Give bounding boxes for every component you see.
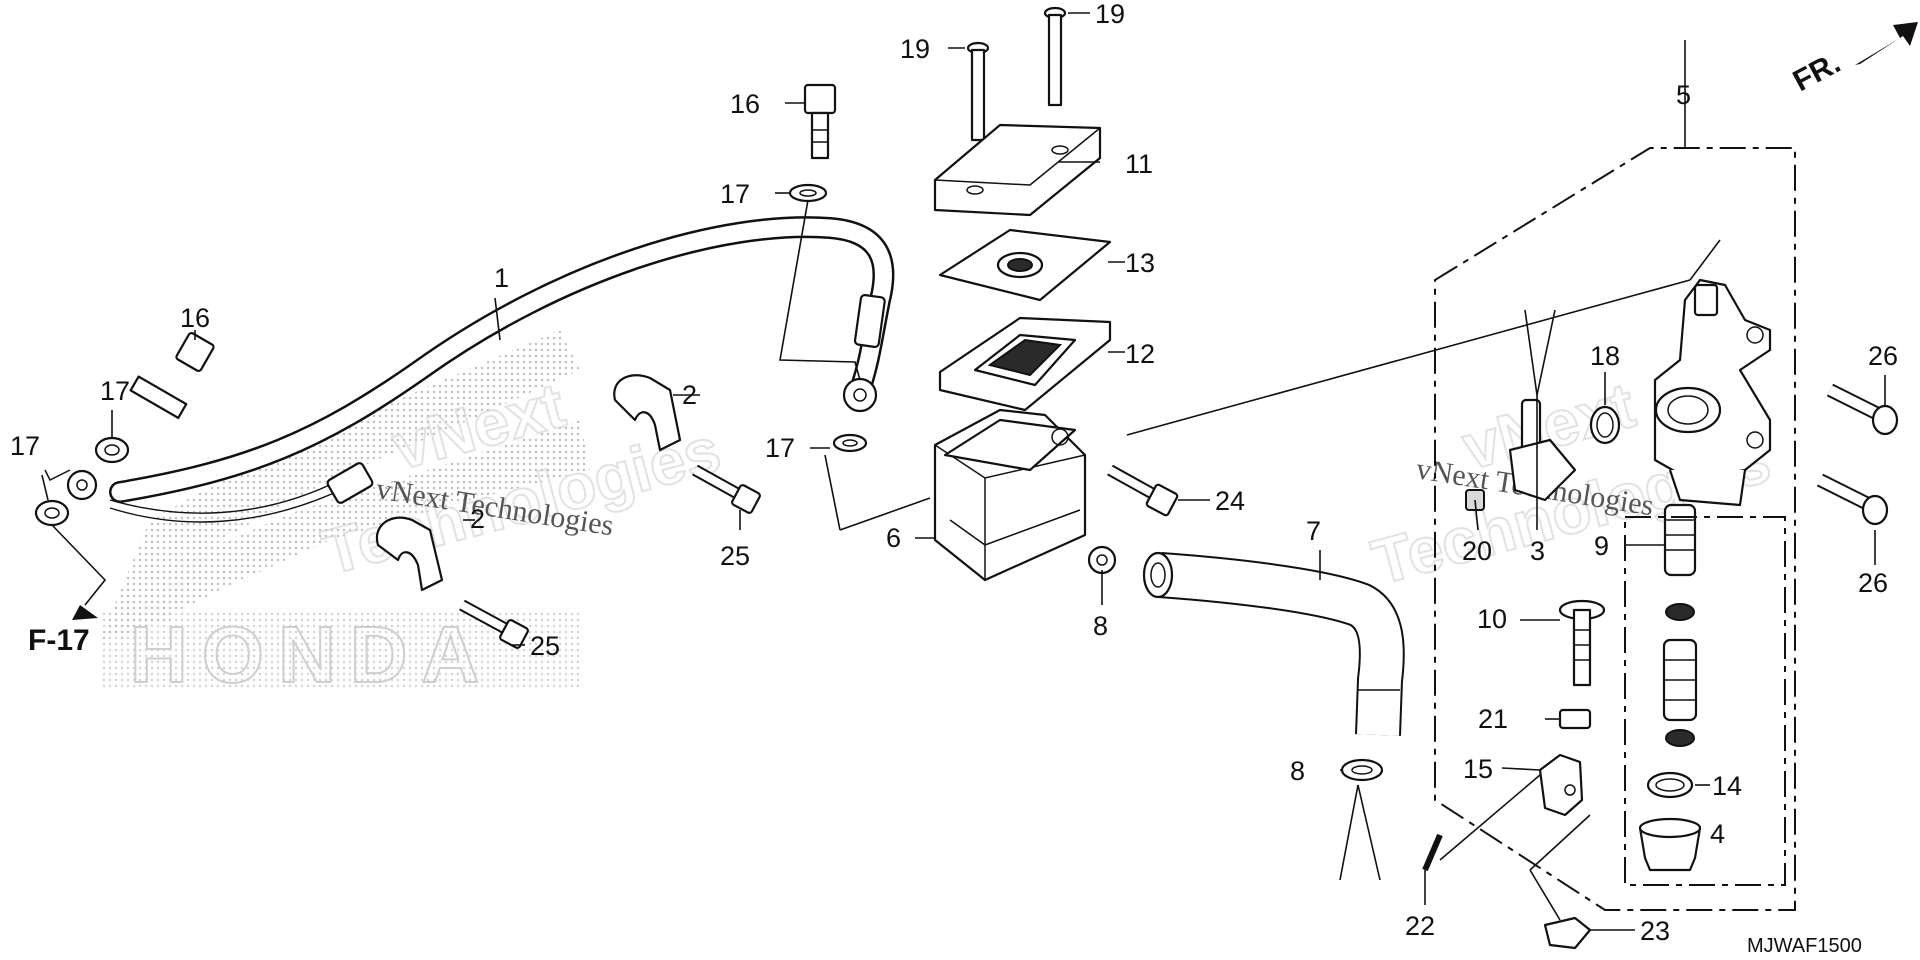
callout-8-lower: 8 <box>1290 756 1305 786</box>
piston-set <box>1662 503 1698 747</box>
callout-18: 18 <box>1590 341 1620 371</box>
brake-hose <box>44 216 895 523</box>
push-rod <box>1558 599 1606 687</box>
callout-13: 13 <box>1125 248 1155 278</box>
callout-15: 15 <box>1463 754 1493 784</box>
circlip <box>1646 771 1694 799</box>
clamp-bolt-upper <box>692 464 761 514</box>
callout-5: 5 <box>1676 80 1691 110</box>
callout-6: 6 <box>886 523 901 553</box>
callout-8-upper: 8 <box>1093 611 1108 641</box>
banjo-bolt-upper <box>803 83 837 160</box>
callout-19-right: 19 <box>1095 0 1125 29</box>
o-ring <box>1589 405 1621 445</box>
callout-3: 3 <box>1530 536 1545 566</box>
reference-label: F-17 <box>28 624 90 657</box>
rubber-boot <box>1638 817 1702 872</box>
callout-1: 1 <box>494 263 509 293</box>
hose-clamp-lower <box>375 516 444 592</box>
front-indicator-text: FR. <box>1788 46 1846 98</box>
callout-7: 7 <box>1306 516 1321 546</box>
hose-clamp-upper <box>613 374 682 452</box>
hose-clip-upper <box>1087 545 1117 575</box>
watermark-brand: HONDA <box>130 610 493 699</box>
callout-14: 14 <box>1712 771 1742 801</box>
cotter-pin <box>1422 833 1443 872</box>
reservoir-bolt <box>1107 464 1179 517</box>
leader-lines <box>41 12 1886 931</box>
callout-22: 22 <box>1405 911 1435 941</box>
assembly-outline-piston-set <box>1624 516 1786 886</box>
callouts: 1 2 2 3 4 5 6 7 8 8 9 10 11 12 13 14 15 … <box>10 0 1898 946</box>
assembly-outline-master-cylinder <box>1434 147 1796 911</box>
callout-12: 12 <box>1125 339 1155 369</box>
callout-25-upper: 25 <box>720 541 750 571</box>
reference-arrow <box>72 605 98 620</box>
reservoir-diaphragm <box>938 316 1112 412</box>
mounting-bolt-upper <box>1826 383 1899 436</box>
diaphragm-plate <box>938 228 1112 302</box>
push-rod-joint <box>1538 753 1584 817</box>
banjo-bolt-left <box>129 332 215 420</box>
callout-16-upper: 16 <box>730 89 760 119</box>
mounting-bolt-lower <box>1816 473 1889 526</box>
callout-2-upper: 2 <box>682 380 697 410</box>
cover-screws <box>966 6 1067 142</box>
hose-clip-lower <box>1340 758 1384 782</box>
callout-10: 10 <box>1477 604 1507 634</box>
callout-26-upper: 26 <box>1868 341 1898 371</box>
brake-fluid-reservoir <box>933 408 1087 582</box>
callout-20: 20 <box>1462 536 1492 566</box>
callout-21: 21 <box>1478 704 1508 734</box>
callout-11: 11 <box>1125 149 1153 179</box>
callout-17-middle: 17 <box>765 433 795 463</box>
diagram-code: MJWAF1500 <box>1747 935 1862 957</box>
callout-4: 4 <box>1710 819 1725 849</box>
front-direction-indicator: FR. <box>1788 22 1918 98</box>
joint-pin <box>1543 916 1592 950</box>
callout-24: 24 <box>1215 486 1245 516</box>
callout-23: 23 <box>1640 916 1670 946</box>
callout-17-upper: 17 <box>720 179 750 209</box>
callout-16-left: 16 <box>180 303 210 333</box>
reservoir-joint <box>1508 398 1577 502</box>
clamp-bolt-lower <box>459 599 529 649</box>
reservoir-cover <box>933 123 1102 217</box>
callout-26-lower: 26 <box>1858 568 1888 598</box>
callout-19-left: 19 <box>900 34 930 64</box>
reservoir-hose <box>1142 551 1405 736</box>
master-cylinder-body <box>1653 278 1772 507</box>
callout-25-lower: 25 <box>530 631 560 661</box>
callout-17-left: 17 <box>100 376 130 406</box>
push-rod-nut <box>1558 708 1592 730</box>
callout-9: 9 <box>1594 531 1609 561</box>
callout-17-far-left: 17 <box>10 431 40 461</box>
callout-2-lower: 2 <box>470 504 485 534</box>
